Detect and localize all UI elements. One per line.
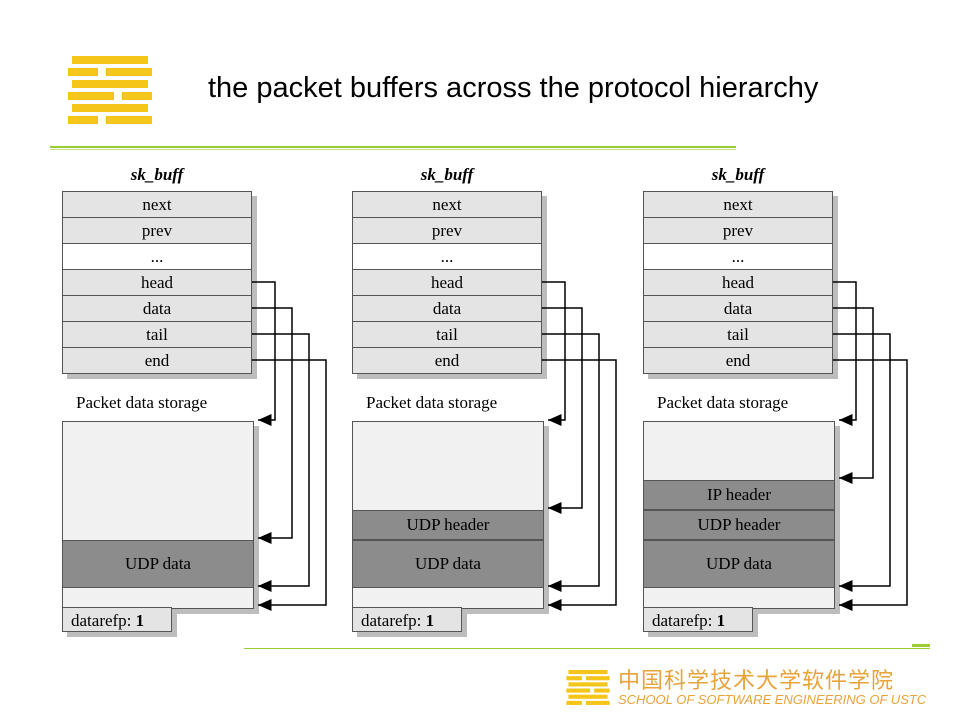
storage-label: Packet data storage xyxy=(657,393,789,412)
sk-buff-panel-1: sk_buff next prev ... head data tail end… xyxy=(62,165,362,645)
footer-divider xyxy=(244,648,930,649)
segment-udp-data: UDP data xyxy=(353,540,543,588)
field-tail: tail xyxy=(352,322,542,348)
packet-storage: IP header UDP header UDP data xyxy=(643,421,835,609)
sk-buff-panel-3: sk_buff next prev ... head data tail end… xyxy=(643,165,943,645)
sk-buff-title: sk_buff xyxy=(711,165,765,184)
datarefp-label: datarefp: xyxy=(71,611,132,630)
datarefp-label: datarefp: xyxy=(361,611,422,630)
sk-buff-fields: next prev ... head data tail end xyxy=(643,191,833,374)
storage-label: Packet data storage xyxy=(366,393,498,412)
header-divider xyxy=(50,146,736,148)
datarefp-box: datarefp: 1 xyxy=(352,607,462,632)
field-data: data xyxy=(643,296,833,322)
university-name-en: SCHOOL OF SOFTWARE ENGINEERING OF USTC xyxy=(618,692,927,707)
datarefp-label: datarefp: xyxy=(652,611,713,630)
storage-label: Packet data storage xyxy=(76,393,208,412)
slide-title: the packet buffers across the protocol h… xyxy=(208,72,819,104)
field-ellipsis: ... xyxy=(62,244,252,270)
ustc-logo-icon xyxy=(68,56,152,124)
segment-udp-header: UDP header xyxy=(353,510,543,540)
field-head: head xyxy=(62,270,252,296)
pointer-arrows xyxy=(542,281,617,611)
field-ellipsis: ... xyxy=(643,244,833,270)
sk-buff-title: sk_buff xyxy=(130,165,184,184)
header-divider-shadow xyxy=(50,149,736,150)
sk-buff-fields: next prev ... head data tail end xyxy=(62,191,252,374)
pointer-arrows xyxy=(252,281,327,611)
sk-buff-panel-2: sk_buff next prev ... head data tail end… xyxy=(352,165,652,645)
field-end: end xyxy=(62,348,252,374)
sk-buff-fields: next prev ... head data tail end xyxy=(352,191,542,374)
field-head: head xyxy=(643,270,833,296)
datarefp-value: 1 xyxy=(425,611,435,630)
field-data: data xyxy=(62,296,252,322)
field-next: next xyxy=(62,191,252,218)
packet-storage: UDP data xyxy=(62,421,254,609)
segment-udp-header: UDP header xyxy=(644,510,834,540)
field-prev: prev xyxy=(62,218,252,244)
packet-storage: UDP header UDP data xyxy=(352,421,544,609)
field-prev: prev xyxy=(352,218,542,244)
segment-udp-data: UDP data xyxy=(644,540,834,588)
datarefp-value: 1 xyxy=(135,611,145,630)
field-tail: tail xyxy=(643,322,833,348)
footer-divider-accent xyxy=(912,644,930,647)
field-end: end xyxy=(643,348,833,374)
datarefp-box: datarefp: 1 xyxy=(62,607,172,632)
segment-ip-header: IP header xyxy=(644,480,834,510)
field-next: next xyxy=(643,191,833,218)
sk-buff-title: sk_buff xyxy=(420,165,474,184)
datarefp-value: 1 xyxy=(716,611,726,630)
ustc-footer-logo-icon xyxy=(566,670,610,705)
field-prev: prev xyxy=(643,218,833,244)
field-head: head xyxy=(352,270,542,296)
university-name-cn: 中国科学技术大学软件学院 xyxy=(618,669,895,694)
field-end: end xyxy=(352,348,542,374)
pointer-arrows xyxy=(833,281,908,611)
segment-udp-data: UDP data xyxy=(63,540,253,588)
field-next: next xyxy=(352,191,542,218)
field-ellipsis: ... xyxy=(352,244,542,270)
field-data: data xyxy=(352,296,542,322)
datarefp-box: datarefp: 1 xyxy=(643,607,753,632)
field-tail: tail xyxy=(62,322,252,348)
